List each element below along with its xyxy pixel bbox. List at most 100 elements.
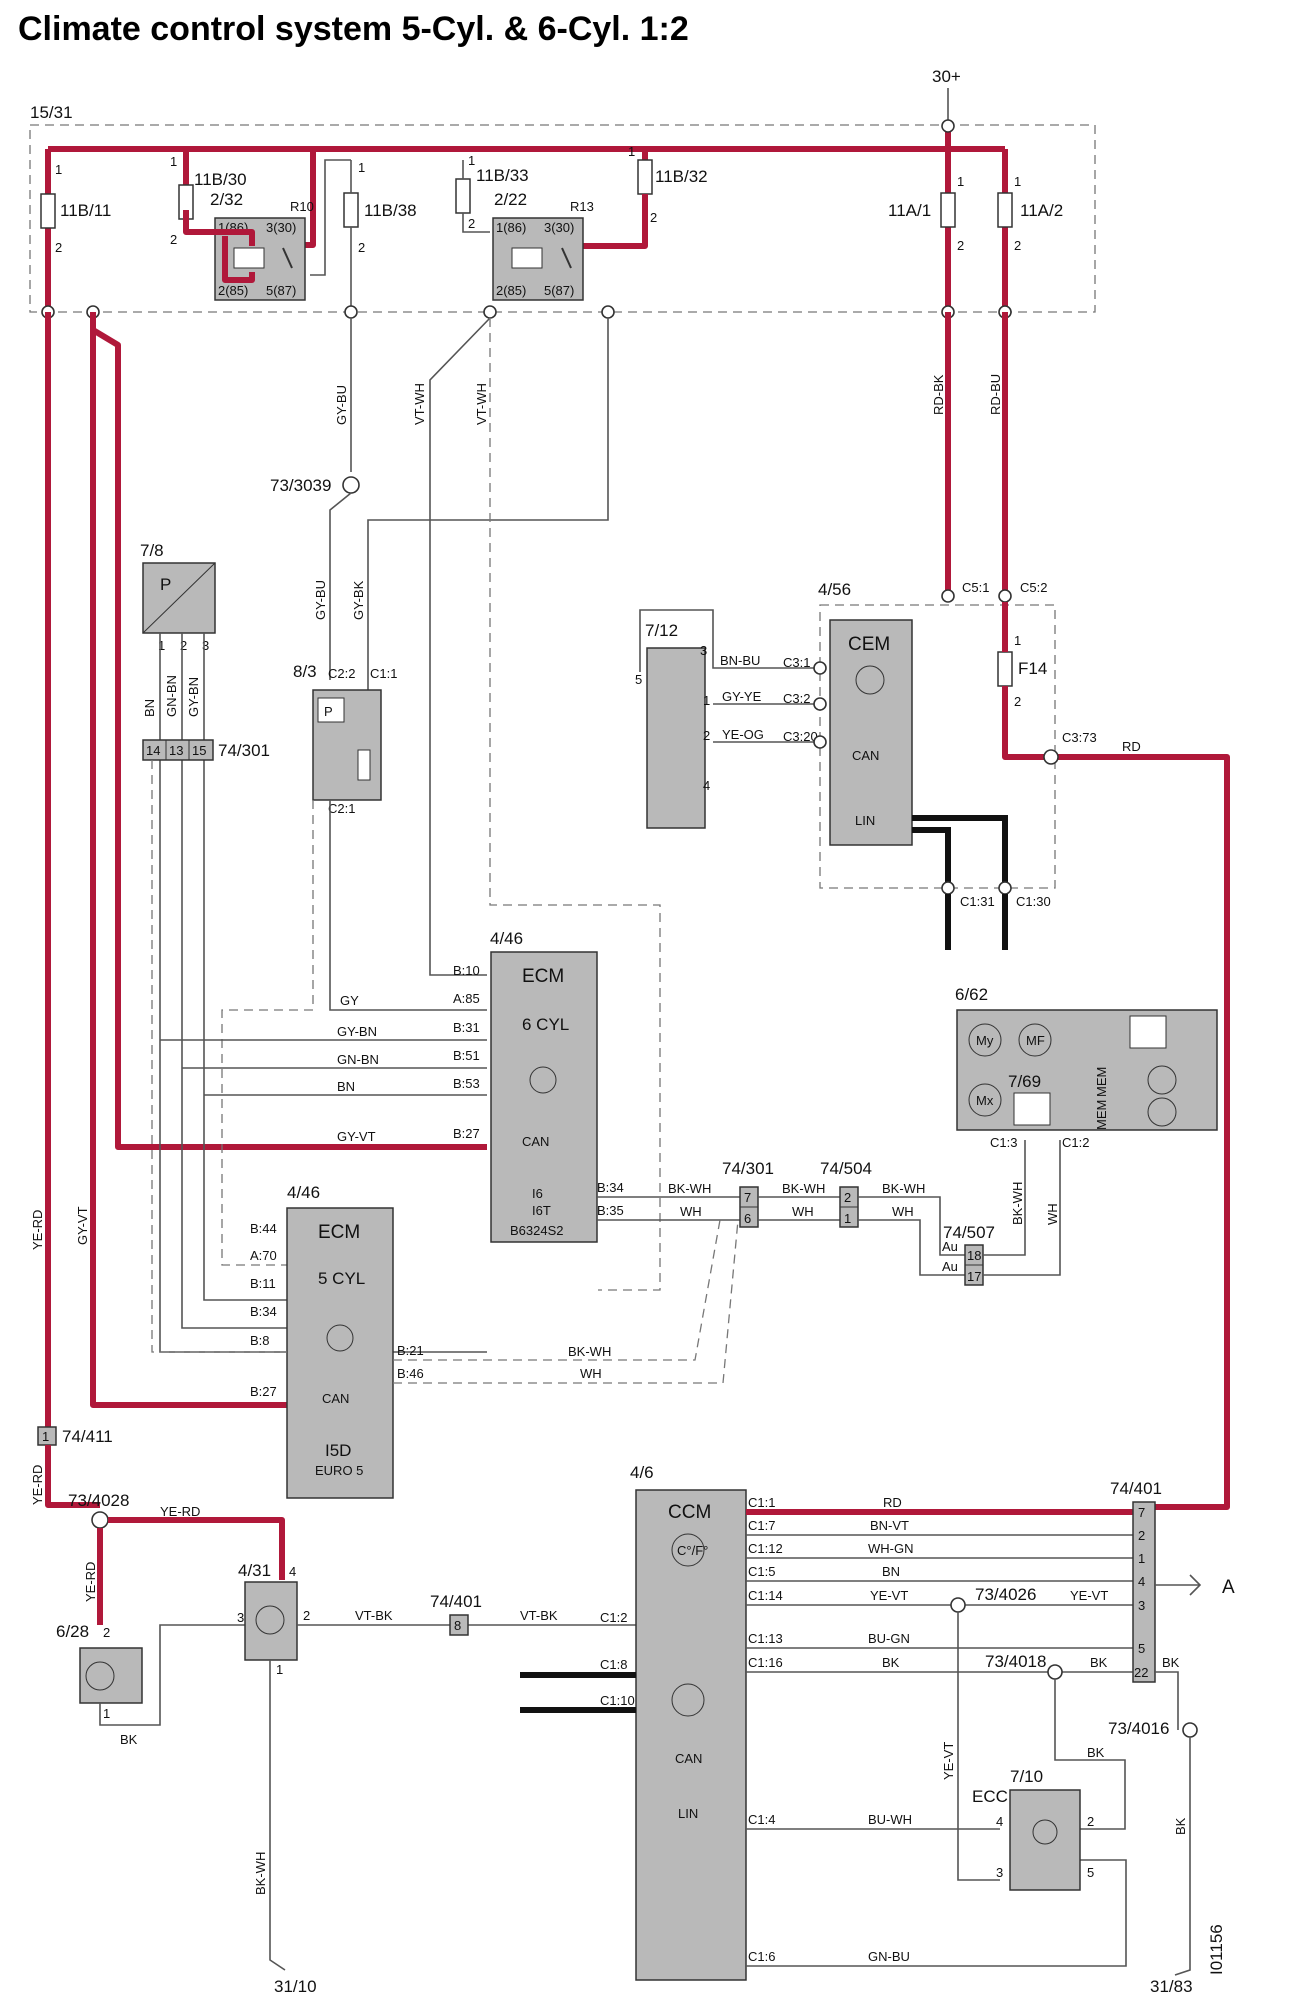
connector-74-301-right: 74/301 7 6 xyxy=(722,1159,774,1228)
svg-text:11B/30: 11B/30 xyxy=(194,170,247,189)
svg-text:1: 1 xyxy=(170,154,177,169)
svg-text:2: 2 xyxy=(650,210,657,225)
svg-text:3(30): 3(30) xyxy=(544,220,574,235)
svg-text:RD-BU: RD-BU xyxy=(988,374,1003,415)
svg-text:BK-WH: BK-WH xyxy=(568,1344,611,1359)
svg-text:BN: BN xyxy=(142,699,157,717)
sensor-8-3: 8/3 C2:2 C1:1 C2:1 P xyxy=(293,662,397,816)
svg-text:4: 4 xyxy=(703,778,710,793)
svg-text:2: 2 xyxy=(170,232,177,247)
svg-text:2: 2 xyxy=(1138,1528,1145,1543)
fuse-f14: 1 2 F14 xyxy=(997,633,1047,709)
svg-text:Au: Au xyxy=(942,1239,958,1254)
svg-text:C1:16: C1:16 xyxy=(748,1655,783,1670)
svg-text:2/32: 2/32 xyxy=(210,190,243,209)
relay-r13: R13 1(86) 3(30) 2(85) 5(87) xyxy=(492,199,594,301)
svg-text:11B/38: 11B/38 xyxy=(364,201,417,220)
svg-text:CAN: CAN xyxy=(852,748,879,763)
svg-text:BU-GN: BU-GN xyxy=(868,1631,910,1646)
svg-text:B:31: B:31 xyxy=(453,1020,480,1035)
svg-text:C1:31: C1:31 xyxy=(960,894,995,909)
svg-text:B:44: B:44 xyxy=(250,1221,277,1236)
ecc-7-10: 7/10 ECC 4 2 3 5 xyxy=(972,1767,1094,1891)
fuse-box-outline xyxy=(29,124,1096,313)
svg-text:7/12: 7/12 xyxy=(645,621,678,640)
connector-74-507: 74/507 Au Au 18 17 xyxy=(942,1223,995,1286)
svg-text:B:35: B:35 xyxy=(597,1203,624,1218)
svg-text:1: 1 xyxy=(703,693,710,708)
svg-text:WH: WH xyxy=(680,1204,702,1219)
svg-text:11A/1: 11A/1 xyxy=(888,201,931,220)
svg-text:C1:13: C1:13 xyxy=(748,1631,783,1646)
svg-text:4: 4 xyxy=(289,1564,296,1579)
svg-text:C1:1: C1:1 xyxy=(370,666,397,681)
svg-text:YE-VT: YE-VT xyxy=(870,1588,908,1603)
svg-text:CAN: CAN xyxy=(675,1751,702,1766)
svg-text:11B/11: 11B/11 xyxy=(60,201,111,220)
svg-text:4: 4 xyxy=(996,1814,1003,1829)
svg-text:1: 1 xyxy=(358,160,365,175)
svg-text:P: P xyxy=(160,575,171,594)
fuse-11b11: 1 2 11B/11 xyxy=(40,162,111,255)
svg-text:1: 1 xyxy=(1014,174,1021,189)
svg-text:C1:14: C1:14 xyxy=(748,1588,783,1603)
svg-text:1: 1 xyxy=(844,1211,851,1226)
svg-text:GN-BN: GN-BN xyxy=(164,675,179,717)
fuse-11a2: 1 2 11A/2 xyxy=(997,174,1063,253)
svg-text:31/83: 31/83 xyxy=(1150,1977,1193,1996)
svg-text:2(85): 2(85) xyxy=(218,283,248,298)
svg-text:5: 5 xyxy=(635,672,642,687)
svg-text:4/46: 4/46 xyxy=(490,929,523,948)
svg-text:18: 18 xyxy=(967,1248,981,1263)
svg-text:GY-BU: GY-BU xyxy=(334,385,349,425)
svg-text:2: 2 xyxy=(1014,238,1021,253)
svg-text:C5:2: C5:2 xyxy=(1020,580,1047,595)
fuse-11a1: 1 2 11A/1 xyxy=(888,174,964,253)
svg-text:6/62: 6/62 xyxy=(955,985,988,1004)
svg-text:7/10: 7/10 xyxy=(1010,1767,1043,1786)
svg-text:73/4026: 73/4026 xyxy=(975,1585,1036,1604)
svg-text:BK: BK xyxy=(120,1732,138,1747)
supply-30-label: 30+ xyxy=(932,67,961,86)
svg-text:A:70: A:70 xyxy=(250,1248,277,1263)
wire-gy-vt-5cyl xyxy=(90,330,287,1408)
svg-text:5: 5 xyxy=(1138,1641,1145,1656)
svg-text:4: 4 xyxy=(1138,1574,1145,1589)
svg-text:C1:2: C1:2 xyxy=(1062,1135,1089,1150)
svg-text:1: 1 xyxy=(276,1662,283,1677)
svg-text:1: 1 xyxy=(628,144,635,159)
drawing-id: I01156 xyxy=(1207,1924,1226,1975)
svg-text:BU-WH: BU-WH xyxy=(868,1812,912,1827)
svg-text:BN: BN xyxy=(882,1564,900,1579)
svg-text:3: 3 xyxy=(1138,1598,1145,1613)
svg-text:11B/32: 11B/32 xyxy=(655,167,708,186)
svg-text:2: 2 xyxy=(1014,694,1021,709)
svg-text:RD: RD xyxy=(1122,739,1141,754)
svg-text:C1:3: C1:3 xyxy=(990,1135,1017,1150)
svg-text:73/4028: 73/4028 xyxy=(68,1491,129,1510)
svg-text:BK-WH: BK-WH xyxy=(782,1181,825,1196)
svg-text:VT-BK: VT-BK xyxy=(355,1608,393,1623)
svg-text:B:34: B:34 xyxy=(597,1180,624,1195)
svg-text:2: 2 xyxy=(358,240,365,255)
page-title: Climate control system 5-Cyl. & 6-Cyl. 1… xyxy=(18,10,689,48)
svg-text:GY-BU: GY-BU xyxy=(313,580,328,620)
svg-text:74/401: 74/401 xyxy=(430,1592,482,1611)
svg-text:1: 1 xyxy=(957,174,964,189)
svg-text:YE-RD: YE-RD xyxy=(160,1504,200,1519)
svg-text:R10: R10 xyxy=(290,199,314,214)
svg-text:BK: BK xyxy=(1087,1745,1105,1760)
svg-text:YE-VT: YE-VT xyxy=(941,1742,956,1780)
svg-text:2: 2 xyxy=(468,216,475,231)
svg-text:8/3: 8/3 xyxy=(293,662,317,681)
svg-text:74/401: 74/401 xyxy=(1110,1479,1162,1498)
svg-text:C3:20: C3:20 xyxy=(783,729,818,744)
svg-text:74/507: 74/507 xyxy=(943,1223,995,1242)
svg-text:22: 22 xyxy=(1134,1665,1148,1680)
sensor-7-12: 7/12 5 3 1 2 4 xyxy=(635,621,710,829)
svg-text:15: 15 xyxy=(192,743,206,758)
svg-text:BN: BN xyxy=(337,1079,355,1094)
svg-text:7/69: 7/69 xyxy=(1008,1072,1041,1091)
svg-text:17: 17 xyxy=(967,1269,981,1284)
